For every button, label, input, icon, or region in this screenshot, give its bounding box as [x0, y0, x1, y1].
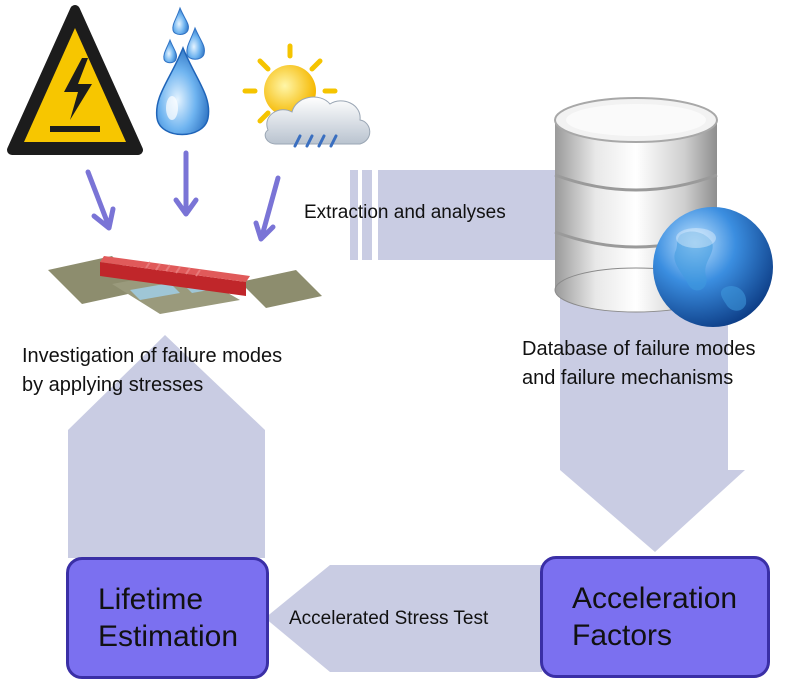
extraction-label: Extraction and analyses	[304, 202, 506, 223]
water-drops-icon	[155, 6, 210, 136]
lifetime-line1: Lifetime	[98, 583, 204, 616]
lifetime-line2: Estimation	[98, 620, 239, 653]
accelerated-stress-test-label: Accelerated Stress Test	[289, 608, 489, 629]
up-arrow-to-investigation	[68, 335, 265, 558]
left-arrow-stress-test	[265, 565, 542, 672]
stress-arrow-water	[173, 150, 199, 217]
database-label: Database of failure modes and failure me…	[522, 335, 787, 393]
acceleration-factors-text: Acceleration Factors	[572, 580, 737, 654]
lifetime-estimation-text: Lifetime Estimation	[98, 581, 238, 655]
investigation-label: Investigation of failure modes by applyi…	[22, 342, 352, 400]
globe-icon	[653, 207, 773, 327]
acceleration-factors-box: Acceleration Factors	[540, 556, 770, 678]
acceleration-line1: Acceleration	[572, 582, 738, 615]
down-arrow-to-acceleration	[560, 280, 745, 552]
database-label-line2: and failure mechanisms	[522, 367, 734, 389]
stress-arrows	[85, 150, 281, 242]
stress-arrow-voltage	[85, 169, 116, 231]
flow-arrows	[68, 150, 745, 672]
investigation-label-line1: Investigation of failure modes	[22, 345, 283, 367]
database-label-line1: Database of failure modes	[522, 338, 756, 360]
extraction-arrow	[378, 150, 600, 280]
extraction-arrow-stripe-2	[362, 170, 372, 260]
lifetime-estimation-box: Lifetime Estimation	[66, 557, 269, 679]
stress-arrow-weather	[253, 175, 281, 242]
sun-rain-cloud-icon	[242, 43, 371, 148]
high-voltage-warning-icon	[7, 5, 143, 155]
investigation-label-line2: by applying stresses	[22, 374, 204, 396]
extraction-arrow-stripe-1	[350, 170, 358, 260]
acceleration-line2: Factors	[572, 619, 673, 652]
circuit-chip-icon	[48, 256, 322, 314]
